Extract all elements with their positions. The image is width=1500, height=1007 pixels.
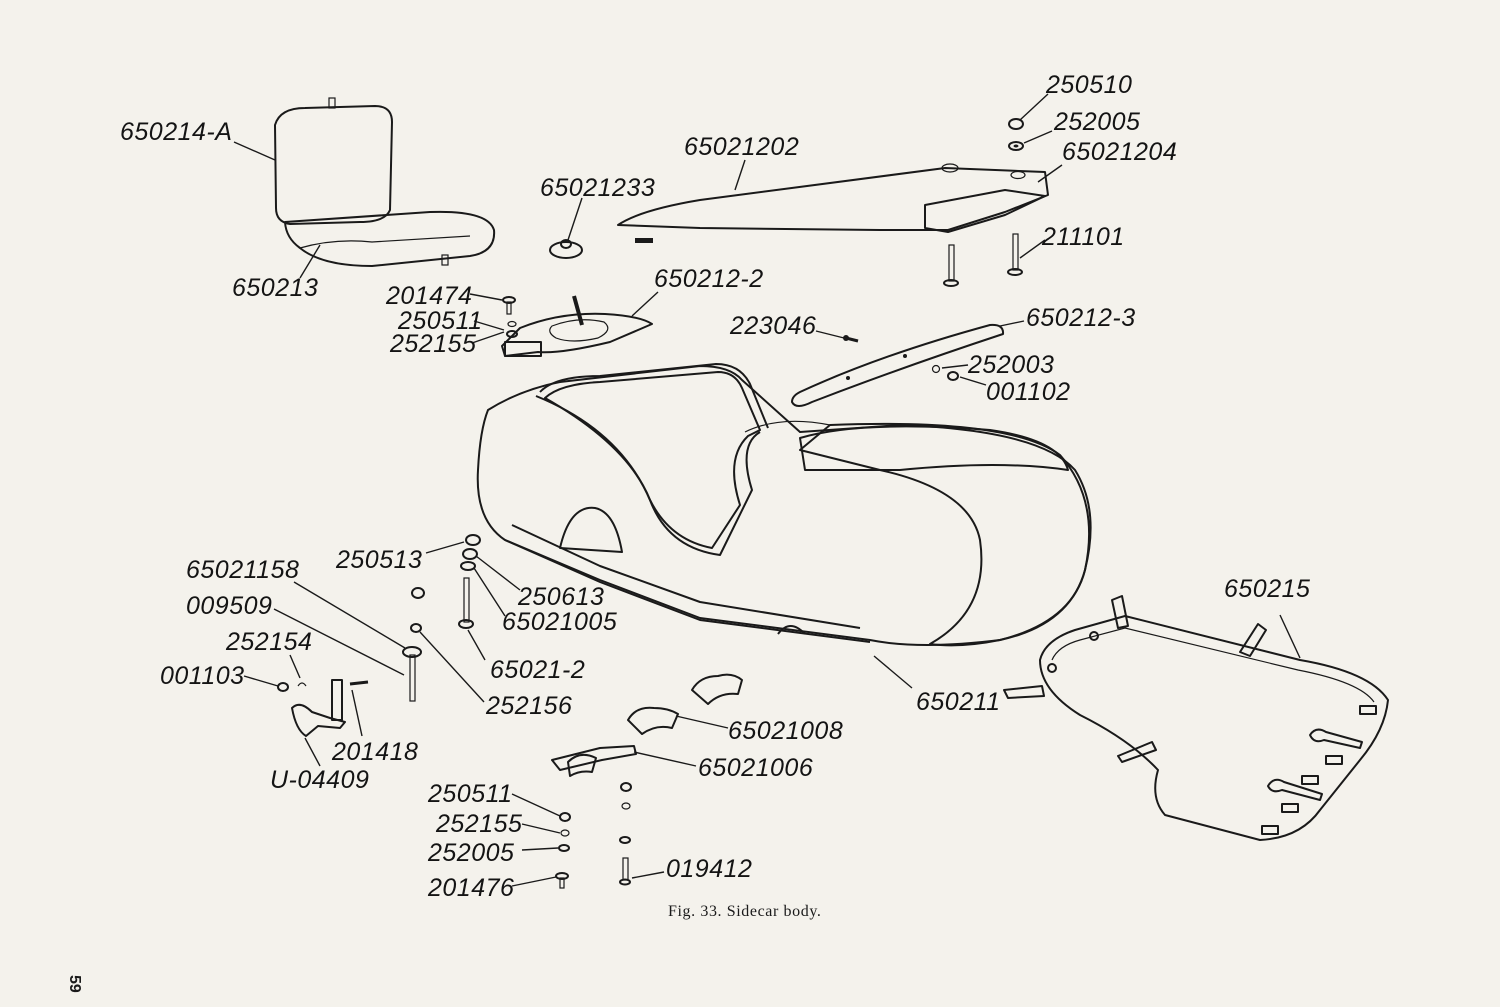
- clamp-assembly-drawing: [277, 679, 369, 737]
- label-washer-252005-low: 252005: [427, 839, 514, 867]
- part-labels: 650214-A 650213 65021202 250510 252005 6…: [120, 71, 1310, 902]
- seat-drawing: [274, 97, 496, 267]
- cover-650215-drawing: [1003, 595, 1389, 841]
- bracket-plate-drawing: [501, 295, 653, 357]
- clamp-halves-drawing: [551, 673, 743, 777]
- label-washer-252155-low: 252155: [435, 810, 522, 838]
- label-bracket-plate: 650212-2: [654, 265, 764, 293]
- label-washer-009509: 009509: [186, 592, 272, 620]
- label-screw-223046: 223046: [729, 312, 816, 340]
- nut-001102-drawing: [947, 371, 959, 381]
- lower-fasteners-drawing: [555, 782, 632, 889]
- label-clamp-half-65021008: 65021008: [728, 717, 843, 745]
- label-spring-ring-252154: 252154: [225, 628, 312, 656]
- bolt-201474-drawing: [502, 296, 518, 338]
- sidecar-shell-drawing: [476, 363, 1092, 647]
- label-washer-250613: 250613: [517, 583, 604, 611]
- label-cover-650215: 650215: [1224, 575, 1310, 603]
- label-bolt-201476: 201476: [427, 874, 514, 902]
- label-stud-65021005: 65021005: [502, 608, 617, 636]
- floor-board-drawing: [617, 163, 1049, 243]
- rubber-cap-drawing: [549, 239, 583, 259]
- label-bolt-201418: 201418: [331, 738, 418, 766]
- page-number: 59: [66, 975, 83, 993]
- figure-caption: Fig. 33. Sidecar body.: [668, 903, 821, 920]
- label-nut-250510: 250510: [1045, 71, 1132, 99]
- label-nut-250513: 250513: [335, 546, 422, 574]
- rail-650212-3-drawing: [791, 323, 1005, 407]
- label-nut-001102: 001102: [986, 378, 1071, 406]
- label-washer-252155-top: 252155: [389, 330, 476, 358]
- label-bolt-65021158: 65021158: [186, 556, 299, 584]
- washer-252003-drawing: [931, 364, 941, 374]
- label-floor-board: 65021202: [684, 133, 799, 161]
- label-stud-65021-2: 65021-2: [490, 656, 585, 684]
- leader-lines: [233, 93, 1301, 887]
- label-nut-001103: 001103: [160, 662, 245, 690]
- stud-assembly-drawing: [402, 534, 481, 702]
- label-washer-252003: 252003: [967, 351, 1054, 379]
- nut-250510-drawing: [1008, 118, 1024, 130]
- label-bolt-019412: 019412: [666, 855, 752, 883]
- label-bracket-65021006: 65021006: [698, 754, 813, 782]
- label-seat: 650214-A: [120, 118, 232, 146]
- bolts-211101-drawing: [943, 233, 1023, 287]
- label-rubber-cap: 65021233: [540, 174, 655, 202]
- label-seat-cushion: 650213: [232, 274, 318, 302]
- label-nut-250511-top: 250511: [397, 307, 483, 335]
- label-washer-252156: 252156: [485, 692, 572, 720]
- label-clamp-u04409: U-04409: [270, 766, 369, 794]
- label-rail-650212-3: 650212-3: [1026, 304, 1136, 332]
- washer-252005-drawing: [1008, 141, 1024, 151]
- label-bolt-201474: 201474: [385, 282, 472, 310]
- label-board-bracket: 65021204: [1062, 138, 1177, 166]
- label-bolt-211101: 211101: [1041, 223, 1125, 251]
- label-sidecar-shell: 650211: [916, 688, 1001, 716]
- label-nut-250511-low: 250511: [427, 780, 513, 808]
- screw-223046-drawing: [843, 335, 859, 343]
- label-washer-252005: 252005: [1053, 108, 1140, 136]
